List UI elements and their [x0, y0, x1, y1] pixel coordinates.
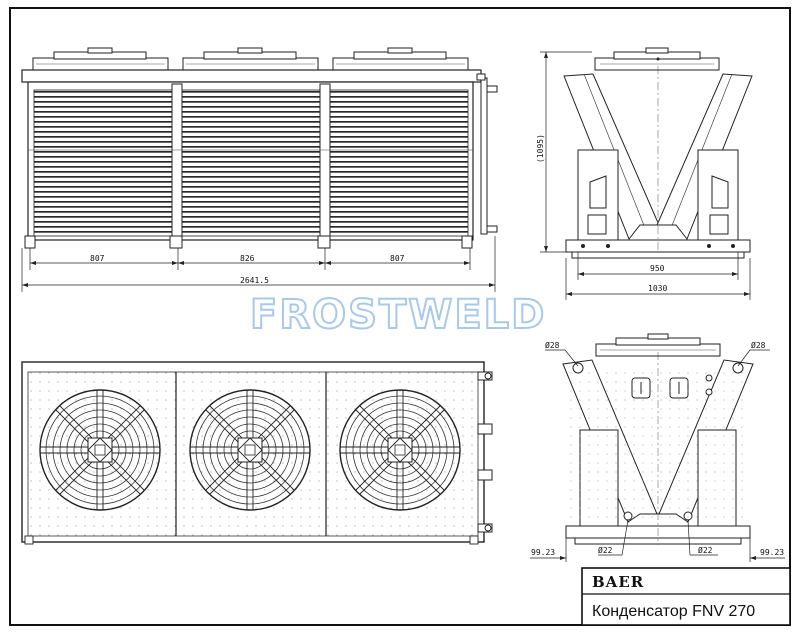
dim-outer-width: 1030	[648, 284, 667, 293]
dim-hole-top-right: Ø28	[751, 340, 766, 350]
dim-right-section: 807	[390, 254, 405, 263]
drawing-border	[9, 7, 791, 626]
front-view: 807 826 807 2641.5	[21, 47, 498, 292]
dim-offset-right: 99.23	[760, 548, 784, 557]
title-block: BAER Конденсатор FNV 270	[581, 567, 791, 626]
dim-height: (1095)	[536, 134, 545, 163]
side-view: (1095) 950 1030	[536, 47, 753, 300]
watermark: FROSTWELD	[250, 292, 546, 338]
dim-overall-length: 2641.5	[240, 276, 269, 285]
end-view: Ø28 Ø28 Ø22 Ø22 99.23 99.23	[530, 333, 785, 562]
fan-motor-tops	[32, 47, 469, 71]
dim-offset-left: 99.23	[531, 548, 555, 557]
dim-hole-bottom-left: Ø22	[598, 545, 613, 555]
title-block-title: Конденсатор FNV 270	[592, 603, 755, 620]
dim-inner-width: 950	[650, 264, 665, 273]
dim-hole-bottom-right: Ø22	[698, 545, 713, 555]
title-block-brand: BAER	[592, 573, 644, 591]
top-view	[21, 361, 493, 545]
dim-hole-top-left: Ø28	[545, 340, 560, 350]
dim-middle-section: 826	[240, 254, 255, 263]
dim-left-section: 807	[90, 254, 105, 263]
